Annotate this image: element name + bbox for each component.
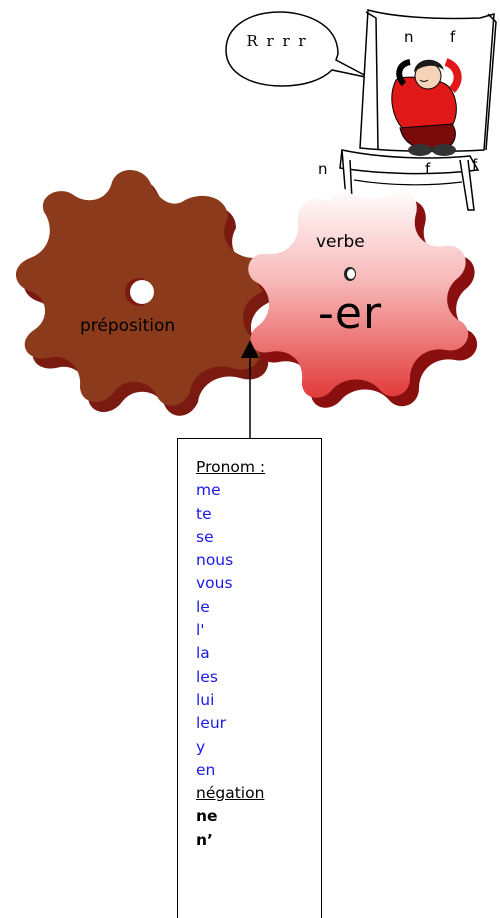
preposition-gear [15,170,279,416]
pronoun-item: me [196,481,221,500]
pronoun-item: le [196,597,210,616]
pronoun-item: y [196,737,206,756]
pronoun-item: te [196,504,212,523]
pronoun-item: en [196,760,216,779]
preposition-label: préposition [80,316,176,336]
chair-letter: n [318,160,328,178]
negation-item: n’ [196,830,213,849]
chair-letter: f [472,156,478,174]
verbe-gear [248,186,478,408]
pronoun-item: les [196,667,218,686]
pronoun-item: la [196,644,210,663]
pronoun-item: se [196,527,214,546]
verbe-label: verbe [316,232,365,252]
pronoun-item: leur [196,714,227,733]
pronoun-item: vous [196,574,233,593]
chair-illustration [339,9,497,211]
chair-letter: f [450,28,456,46]
negation-item: ne [196,807,218,826]
pronoun-box [177,438,322,918]
speech-bubble [225,11,371,87]
pronoun-item: nous [196,551,234,570]
chair-letter: n [404,28,414,46]
speech-bubble-text: R r r r [246,32,308,50]
pronoun-heading: Pronom : [196,458,266,476]
pronoun-arrow [241,340,259,438]
negation-heading: négation [196,784,265,803]
pronoun-list: Pronom : me te se nous vous le l' la les… [196,456,265,852]
verb-ending-label: -er [318,288,383,339]
pronoun-item: l' [196,621,205,640]
pronoun-item: lui [196,690,215,709]
chair-letter: f [425,160,431,178]
